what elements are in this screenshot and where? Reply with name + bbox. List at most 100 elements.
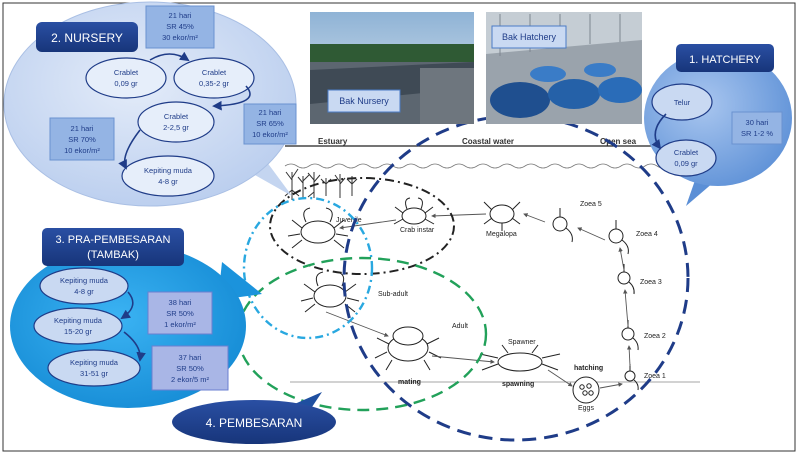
- hatchery-info-line2: SR 1-2 %: [741, 129, 773, 138]
- nursery-info-right-line1: 21 hari: [259, 108, 282, 117]
- bak-hatchery-label-box: [491, 25, 567, 49]
- spawner-crab-icon: [479, 344, 561, 372]
- zoea1-icon: [624, 364, 639, 391]
- hatchery-bubble1-text: Telur: [674, 98, 691, 107]
- nursery-info-top-line2: SR 45%: [166, 22, 194, 31]
- pra-bubble-15-20: [33, 307, 123, 345]
- pra-bubble-31-51: [47, 349, 141, 387]
- nursery-info-top-line3: 30 ekor/m²: [162, 33, 198, 42]
- zoea5-icon: [552, 208, 573, 243]
- megalopa-icon: [483, 201, 521, 231]
- label-zoea1: Zoea 1: [644, 373, 666, 380]
- nursery-dash-ellipse: [269, 177, 455, 275]
- juvenile-crab-icon: [287, 207, 349, 249]
- zoea4-icon: [608, 220, 629, 255]
- nursery-info-left: [49, 117, 115, 161]
- hatchery-title-box: [676, 44, 774, 72]
- nursery-info-right: [243, 103, 297, 145]
- label-spawner: Spawner: [508, 339, 536, 346]
- label-hatching: hatching: [574, 365, 603, 372]
- nursery-info-right-line2: SR 65%: [256, 119, 284, 128]
- nursery-bubble1-line1: Crablet: [114, 68, 139, 77]
- lifecycle-arrows: [325, 213, 632, 389]
- hatchery-section: 1. HATCHERY Telur Crablet 0,09 gr 30 har…: [644, 44, 792, 206]
- label-zoea3: Zoea 3: [640, 279, 662, 286]
- pembesaran-title: 4. PEMBESARAN: [206, 416, 303, 430]
- label-adult: Adult: [452, 323, 468, 330]
- bak-nursery-label-box: [327, 89, 401, 113]
- pra-info1-line1: 38 hari: [169, 298, 192, 307]
- label-juvenile: Juvenile: [336, 217, 362, 224]
- pra-info2-line3: 2 ekor/5 m²: [171, 375, 209, 384]
- label-zoea5: Zoea 5: [580, 201, 602, 208]
- nursery-info-top-line1: 21 hari: [169, 11, 192, 20]
- nursery-section: 2. NURSERY 21 hari SR 45% 30 ekor/m² Cra…: [3, 1, 297, 207]
- photo-bak-nursery: Bak Nursery: [310, 12, 474, 124]
- nursery-bubble2-line2: 0,35-2 gr: [199, 79, 230, 88]
- hatchery-dash-ellipse: [342, 114, 690, 442]
- nursery-bubble-crablet-2: [137, 101, 215, 143]
- mating-crabs-icon: [374, 326, 442, 371]
- label-zoea4: Zoea 4: [636, 231, 658, 238]
- label-open-sea: Open sea: [600, 137, 637, 146]
- eggs-icon: [572, 376, 600, 404]
- pra-pembesaran-section: 3. PRA-PEMBESARAN (TAMBAK) Kepiting muda…: [10, 228, 262, 408]
- nursery-bubble-crablet-035: [173, 57, 255, 99]
- nursery-bubble1-line2: 0,09 gr: [114, 79, 138, 88]
- hatchery-bubble-telur: [651, 83, 713, 121]
- pra-info1-line3: 1 ekor/m²: [164, 320, 196, 329]
- pra-bubble1-line2: 4-8 gr: [74, 287, 94, 296]
- pra-bubble2-line2: 15-20 gr: [64, 327, 92, 336]
- pra-title-line2: (TAMBAK): [87, 249, 139, 261]
- water-surface: [284, 163, 670, 169]
- nursery-info-left-line1: 21 hari: [71, 124, 94, 133]
- pra-arrows: [120, 291, 146, 362]
- nursery-bubble4-line1: Kepiting muda: [144, 166, 193, 175]
- pra-bubble2-line1: Kepiting muda: [54, 316, 103, 325]
- lifecycle-area: Estuary Coastal water Open sea: [284, 137, 700, 412]
- nursery-title: 2. NURSERY: [51, 31, 123, 45]
- nursery-bubble2-line1: Crablet: [202, 68, 227, 77]
- label-mating: mating: [398, 379, 421, 386]
- pra-info-1: [147, 291, 213, 335]
- subadult-crab-icon: [300, 271, 360, 313]
- label-estuary: Estuary: [318, 137, 348, 146]
- nursery-bubble4-line2: 4-8 gr: [158, 177, 178, 186]
- hatchery-arrow: [651, 113, 667, 150]
- label-subadult: Sub-adult: [378, 291, 408, 298]
- pra-info2-line1: 37 hari: [179, 353, 202, 362]
- label-eggs: Eggs: [578, 405, 594, 412]
- crab-instar-icon: [393, 197, 435, 225]
- zoea3-icon: [617, 264, 635, 295]
- pembesaran-title-pill: [172, 400, 336, 444]
- label-coastal-water: Coastal water: [462, 137, 514, 146]
- nursery-info-left-line2: SR 70%: [68, 135, 96, 144]
- nursery-title-box: [36, 22, 138, 52]
- nursery-bubble3-line1: Crablet: [164, 112, 189, 121]
- hatchery-info-line1: 30 hari: [746, 118, 769, 127]
- pra-dash-ellipse: [242, 196, 374, 340]
- label-crab-instar: Crab instar: [400, 227, 435, 234]
- bak-hatchery-label: Bak Hatchery: [502, 32, 557, 42]
- pra-bubble3-line2: 31-51 gr: [80, 369, 108, 378]
- zoea2-icon: [621, 320, 639, 351]
- nursery-info-right-line3: 10 ekor/m²: [252, 130, 288, 139]
- pra-info2-line2: SR 50%: [176, 364, 204, 373]
- label-spawning: spawning: [502, 381, 534, 388]
- photo-bak-hatchery: Bak Hatchery: [486, 12, 642, 124]
- mangrove-icon: [284, 168, 358, 200]
- hatchery-info-box: [731, 111, 783, 145]
- hatchery-bubble2-line2: 0,09 gr: [674, 159, 698, 168]
- pembesaran-section: 4. PEMBESARAN: [172, 392, 336, 444]
- nursery-arrows: [118, 51, 251, 170]
- hatchery-title: 1. HATCHERY: [689, 54, 761, 66]
- pra-bubble-4-8: [39, 267, 129, 305]
- label-zoea2: Zoea 2: [644, 333, 666, 340]
- pra-title-line1: 3. PRA-PEMBESARAN: [56, 234, 171, 246]
- nursery-info-left-line3: 10 ekor/m²: [64, 146, 100, 155]
- nursery-bubble-kepiting-muda: [121, 155, 215, 197]
- hatchery-bubble-crablet: [655, 139, 717, 177]
